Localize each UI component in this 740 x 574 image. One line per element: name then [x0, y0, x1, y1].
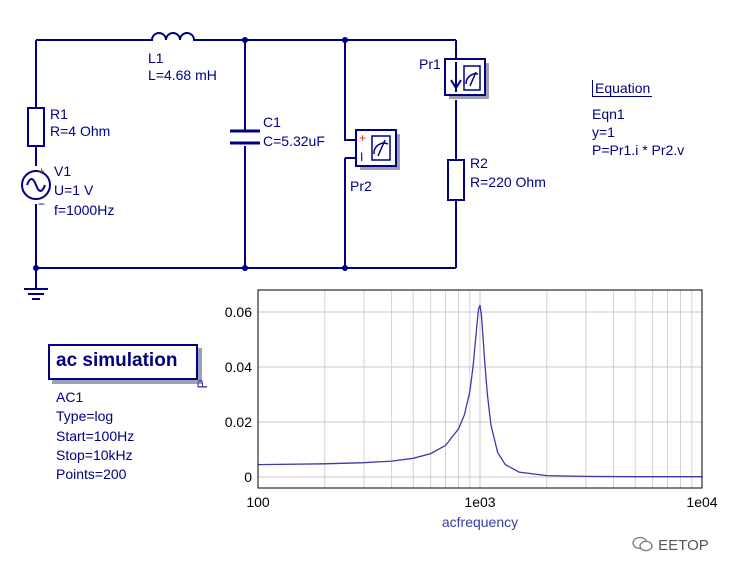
pr2-name: Pr2 — [350, 178, 372, 194]
voltage-probe-pr2 — [355, 129, 400, 170]
minus-sign-pr2: I — [360, 150, 364, 164]
r2-name: R2 — [470, 155, 488, 171]
c1-name: C1 — [263, 114, 281, 130]
l1-name: L1 — [148, 50, 164, 66]
sim-type: Type=log — [56, 408, 114, 424]
junction-dot — [242, 37, 248, 43]
sim-start: Start=100Hz — [56, 428, 135, 444]
pr1-name: Pr1 — [419, 56, 441, 72]
sim-name: AC1 — [56, 389, 84, 405]
x-tick-label: 100 — [246, 494, 270, 510]
r1-value: R=4 Ohm — [50, 123, 111, 139]
junction-dot — [342, 265, 348, 271]
ac-simulation-box: ac simulation — [48, 344, 198, 380]
l1-value: L=4.68 mH — [148, 67, 217, 83]
junction-dot — [342, 37, 348, 43]
sim-points: Points=200 — [56, 466, 127, 482]
junction-dot — [33, 265, 39, 271]
r1-name: R1 — [50, 106, 68, 122]
equation-header: Equation — [592, 80, 653, 97]
x-axis-label: acfrequency — [442, 514, 518, 530]
x-tick-label: 1e03 — [464, 494, 495, 510]
power-curve — [257, 304, 702, 478]
watermark-text: EETOP — [658, 537, 709, 554]
equation-line-1: y=1 — [592, 124, 615, 140]
equation-name: Eqn1 — [592, 106, 625, 122]
inductor-l1 — [148, 32, 204, 41]
equation-line-2: P=Pr1.i * Pr2.v — [592, 142, 685, 158]
plot-frame — [257, 289, 703, 489]
wechat-icon — [632, 536, 653, 552]
c1-value: C=5.32uF — [263, 133, 325, 149]
minus-sign-v1: − — [38, 197, 46, 211]
plus-sign-v1: + — [38, 164, 46, 178]
watermark: EETOP — [632, 536, 709, 554]
junction-dot — [242, 265, 248, 271]
y-tick-label: 0.04 — [225, 359, 252, 375]
x-tick-label: 1e04 — [686, 494, 717, 510]
sim-stop: Stop=10kHz — [56, 447, 133, 463]
sine-symbol — [26, 178, 46, 192]
ac-simulation-title: ac simulation — [56, 350, 178, 371]
plus-sign-pr2: + — [359, 131, 367, 145]
current-probe-pr1 — [444, 58, 489, 99]
y-tick-label: 0 — [244, 469, 252, 485]
y-tick-label: 0.06 — [225, 304, 252, 320]
v1-voltage: U=1 V — [54, 182, 94, 198]
resistor-r2 — [447, 159, 465, 201]
y-tick-label: 0.02 — [225, 414, 252, 430]
resistor-r1 — [27, 107, 45, 147]
v1-name: V1 — [54, 163, 72, 179]
pr2-wire — [344, 40, 356, 268]
capacitor-c1 — [230, 129, 260, 145]
r2-value: R=220 Ohm — [470, 174, 546, 190]
v1-frequency: f=1000Hz — [54, 202, 115, 218]
y-axis-label: P — [194, 379, 210, 388]
ground-symbol — [24, 288, 48, 300]
